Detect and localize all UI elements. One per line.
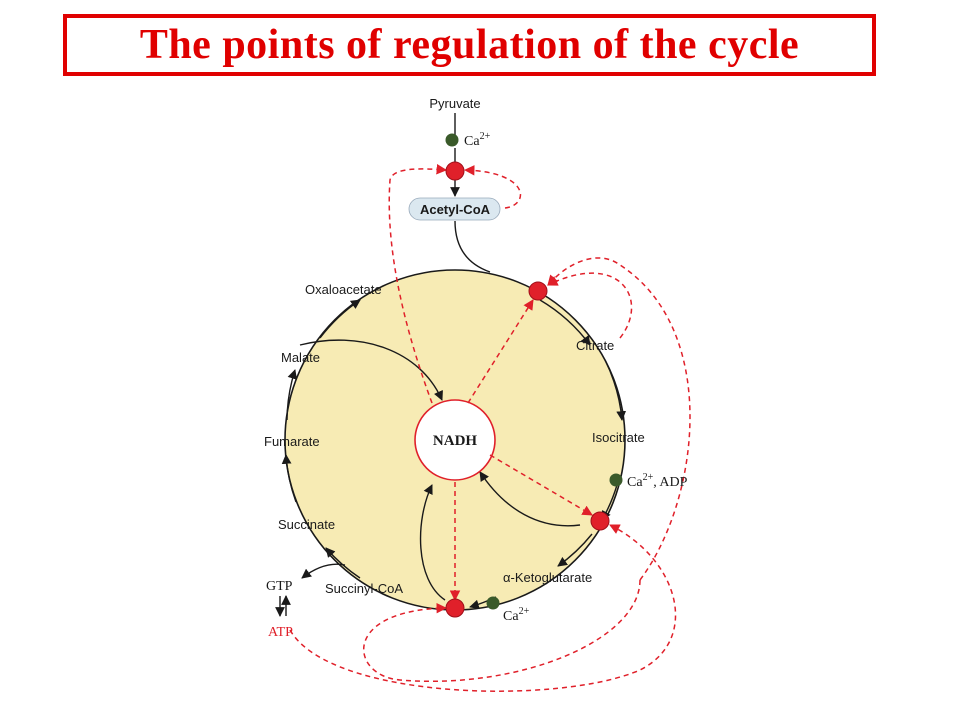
pdh-activator-label: Ca2+ <box>464 131 491 149</box>
atp-to-citrate-synthase-inhibition <box>547 257 691 581</box>
cycle-arrow-fumarate <box>281 454 297 503</box>
malate-to-nadh-arrow <box>299 339 443 401</box>
nadh-to-pdh-inhibition <box>388 163 448 404</box>
cycle-arrow-isocitrate <box>604 359 627 421</box>
oxaloacetate-label: Oxaloacetate <box>305 282 382 297</box>
pdh-inhibition-site <box>445 161 465 181</box>
atp-to-idh-inhibition <box>289 524 677 692</box>
cycle-arrow-akgdh <box>469 596 497 610</box>
succinate-label: Succinate <box>278 517 335 532</box>
succinyl-coa-label: Succinyl-CoA <box>325 581 403 596</box>
succinylcoa-to-akgdh-inhibition <box>363 579 641 682</box>
citrate-label: Citrate <box>576 338 614 353</box>
cycle-arrow-akg <box>557 533 593 567</box>
cycle-arrow-malate <box>286 369 297 421</box>
cycle-arrow-oxaloacetate <box>319 299 361 339</box>
nadh-circle <box>414 399 496 481</box>
pyruvate-label: Pyruvate <box>429 96 480 111</box>
acetyl-coa-label: Acetyl-CoA <box>420 202 491 217</box>
title-box: The points of regulation of the cycle <box>63 14 876 76</box>
idh-activator-dot <box>609 473 623 487</box>
gtp-label: GTP <box>266 579 293 594</box>
alpha-ketoglutarate-label: α-Ketoglutarate <box>503 570 592 585</box>
idh-inhibition-site <box>590 511 610 531</box>
nadh-to-idh-inhibition <box>489 454 593 516</box>
pdh-activator-dot <box>445 133 459 147</box>
citrate-synthase-inhibition-site <box>528 281 548 301</box>
malate-label: Malate <box>281 350 320 365</box>
cycle-arrow-citrate <box>539 299 591 346</box>
acetylcoa-to-pdh-inhibition <box>463 165 522 209</box>
succinyl-to-gtp-arrow <box>301 563 346 579</box>
akgdh-inhibition-site <box>445 598 465 618</box>
nadh-to-citrate-synthase-inhibition <box>467 299 534 404</box>
akgdh-activator-label: Ca2+ <box>503 606 530 624</box>
acetyl-coa-entry <box>454 220 491 273</box>
acetyl-coa-pill <box>408 197 501 221</box>
citrate-to-citrate-synthase-inhibition <box>547 272 633 339</box>
akgdh-to-nadh-arrow <box>419 484 446 601</box>
akgdh-activator-dot <box>486 596 500 610</box>
atp-label: ATP <box>268 625 293 640</box>
idh-to-nadh-arrow <box>479 471 581 527</box>
page-title: The points of regulation of the cycle <box>139 22 800 68</box>
fumarate-label: Fumarate <box>264 434 320 449</box>
nadh-label: NADH <box>433 433 477 449</box>
isocitrate-label: Isocitrate <box>592 430 645 445</box>
idh-activator-label: Ca2+, ADP <box>627 472 688 490</box>
